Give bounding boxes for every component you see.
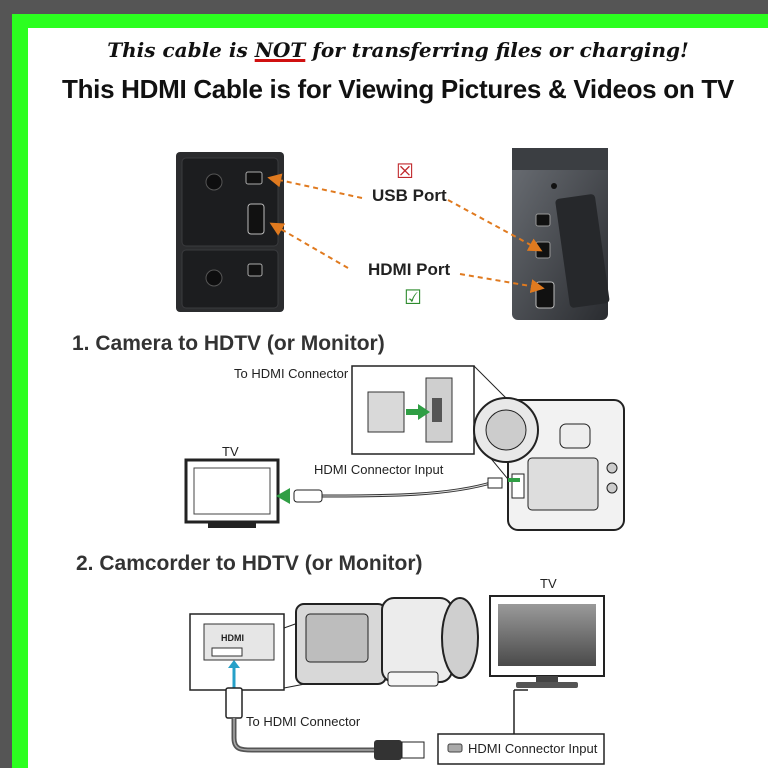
usb-x-mark: ☒ bbox=[396, 161, 414, 183]
camera-section1 bbox=[473, 397, 625, 531]
hdmi-port-label: HDMI Port bbox=[368, 260, 451, 279]
warning-subheading: This cable is NOT for transferring files… bbox=[28, 38, 768, 62]
section1-input-label: HDMI Connector Input bbox=[314, 462, 444, 477]
warning-text-not: NOT bbox=[254, 38, 306, 62]
tv-section2 bbox=[489, 595, 605, 688]
port-arrows bbox=[267, 173, 545, 294]
section1-to-connector: To HDMI Connector bbox=[234, 366, 349, 381]
port-inset-section2 bbox=[189, 607, 379, 691]
usb-port-label: USB Port bbox=[372, 186, 447, 205]
cable-section2 bbox=[225, 687, 605, 765]
section1-title: 1. Camera to HDTV (or Monitor) bbox=[72, 332, 385, 355]
section2-to-connector: To HDMI Connector bbox=[246, 714, 361, 729]
infographic-canvas: This cable is NOT for transferring files… bbox=[28, 28, 768, 768]
port-panel-photo bbox=[176, 152, 284, 312]
main-headline: This HDMI Cable is for Viewing Pictures … bbox=[62, 74, 734, 104]
warning-text-pre: This cable is bbox=[107, 38, 255, 62]
camera-side-photo bbox=[512, 148, 610, 320]
section2-tv-label: TV bbox=[540, 576, 557, 591]
camcorder-section2 bbox=[295, 597, 479, 687]
section1-tv-label: TV bbox=[222, 444, 239, 459]
connector-inset bbox=[351, 365, 529, 485]
section2-input-label: HDMI Connector Input bbox=[468, 741, 598, 756]
cable-section1 bbox=[276, 477, 503, 504]
illustrations bbox=[176, 148, 625, 765]
section2-title: 2. Camcorder to HDTV (or Monitor) bbox=[76, 552, 423, 575]
tv-section1 bbox=[184, 458, 280, 528]
hdmi-check-mark: ☑ bbox=[404, 287, 422, 309]
section2-port-text: HDMI bbox=[221, 633, 244, 643]
warning-text-post: for transferring files or charging! bbox=[305, 38, 689, 62]
